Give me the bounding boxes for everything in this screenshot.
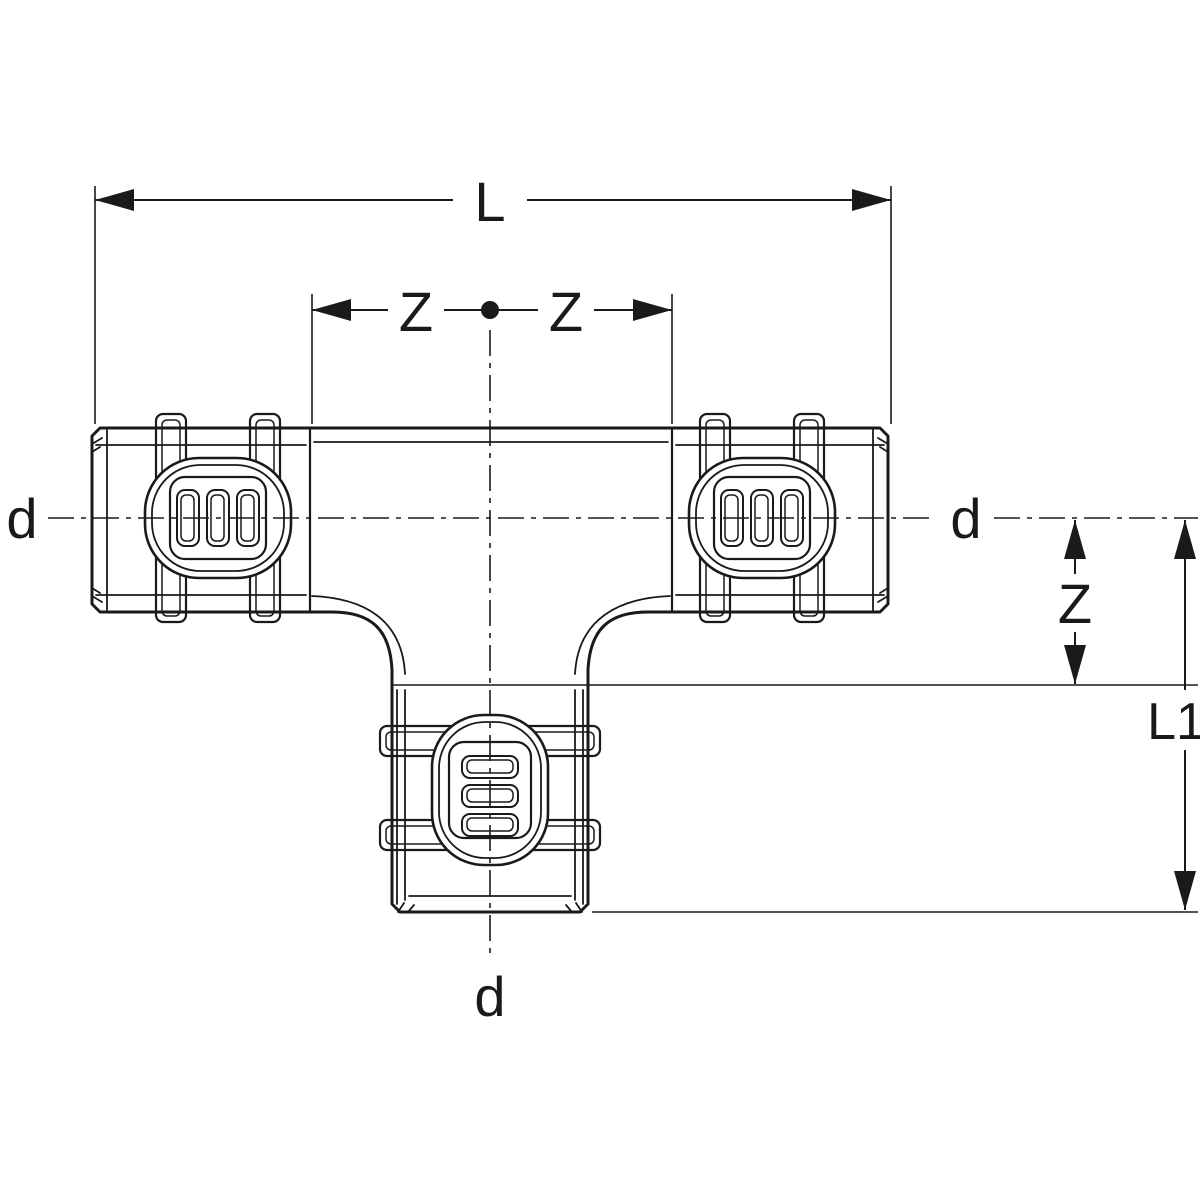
- serration-ticks: [91, 437, 889, 913]
- arrowhead-left: [95, 189, 134, 211]
- arrowhead-down: [1174, 871, 1196, 910]
- dimension-label-L: L: [474, 170, 505, 233]
- arrowhead-left: [312, 299, 351, 321]
- arrowhead-right: [852, 189, 891, 211]
- arrowhead-up: [1064, 520, 1086, 559]
- dimension-L1: L1: [1146, 520, 1200, 910]
- arrowhead-right: [633, 299, 672, 321]
- diameter-label-left: d: [6, 487, 37, 550]
- fitting-outline: [90, 426, 890, 914]
- inner-fillets: [311, 595, 671, 675]
- joint-lines: [308, 428, 674, 612]
- centerlines: [48, 330, 1198, 958]
- label-background: [1045, 574, 1105, 632]
- indicator-window-inner: [210, 494, 225, 542]
- dimension-Z-top: Z Z: [311, 278, 673, 424]
- arrowhead-down: [1064, 645, 1086, 684]
- dimension-label-Z-left: Z: [399, 280, 433, 343]
- dimension-label-L1: L1: [1147, 693, 1200, 751]
- arrowhead-up: [1174, 520, 1196, 559]
- label-background: [388, 278, 444, 342]
- label-background: [453, 168, 527, 232]
- reference-lines: [392, 684, 1198, 913]
- end-face-lines: [106, 429, 874, 905]
- inner-sleeve-lines: [95, 441, 885, 901]
- axis-intersection-dot: [481, 301, 499, 319]
- diameter-label-bottom: d: [474, 965, 505, 1028]
- fitting-body: [90, 426, 890, 914]
- diameter-label-right: d: [950, 487, 981, 550]
- dimension-label-Z-right: Z: [549, 280, 583, 343]
- label-background: [1146, 690, 1200, 750]
- dimension-label-Z-vertical: Z: [1058, 572, 1092, 635]
- label-background: [538, 278, 594, 342]
- dimension-L: L: [94, 168, 892, 424]
- dimension-Z-vertical: Z: [1045, 520, 1105, 684]
